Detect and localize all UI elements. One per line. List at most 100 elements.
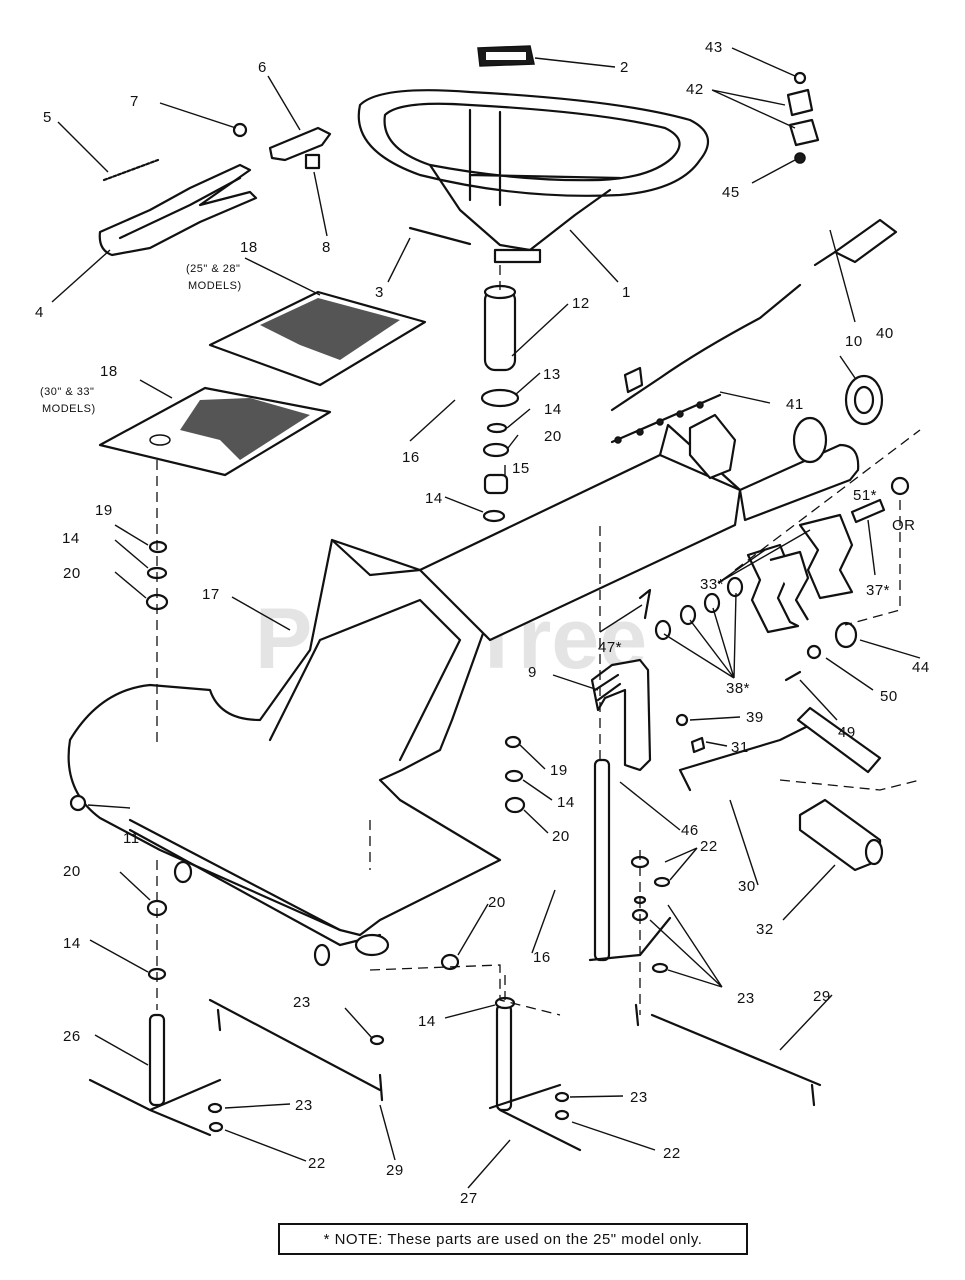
callout-44: 44: [912, 659, 930, 676]
callout-43: 43: [705, 39, 723, 56]
nut-50: [806, 644, 822, 660]
handle-part: [268, 126, 332, 162]
callout-5: 5: [43, 109, 52, 126]
callout-30: 30: [738, 878, 756, 895]
lever-shaft: [675, 706, 884, 872]
model-note-30-33-line1: (30" & 33": [40, 386, 94, 398]
nut-part: [304, 153, 321, 170]
throttle-cable: [610, 218, 898, 444]
leader-lines: [51, 47, 921, 1189]
seat-adjust-lever: [98, 163, 258, 257]
callout-42: 42: [686, 81, 704, 98]
spindle-26: [88, 1013, 222, 1137]
seat-part: [357, 89, 710, 264]
footnote-box: * NOTE: These parts are used on the 25" …: [278, 1223, 748, 1255]
spindle-27: [488, 1003, 582, 1152]
callout-20d: 20: [63, 863, 81, 880]
main-frame: [67, 538, 502, 967]
callout-1: 1: [622, 284, 631, 301]
callout-47: 47*: [598, 639, 622, 656]
callout-41: 41: [786, 396, 804, 413]
callout-27: 27: [460, 1190, 478, 1207]
callout-labels: 2 1 3 4 5 6 7 8 18 (25" & 28" MODELS) 18…: [35, 39, 930, 1207]
callout-26: 26: [63, 1028, 81, 1045]
callout-or: OR: [892, 517, 916, 534]
bearing-part: [844, 374, 884, 426]
callout-31: 31: [731, 739, 749, 756]
callout-9: 9: [528, 664, 537, 681]
callout-20a: 20: [544, 428, 562, 445]
callout-37: 37*: [866, 582, 890, 599]
bolt-part: [232, 122, 248, 138]
callout-22c: 22: [663, 1145, 681, 1162]
callout-16b: 16: [533, 949, 551, 966]
model-note-25-28-line1: (25" & 28": [186, 263, 240, 275]
bolt-49: [784, 670, 802, 682]
model-note-30-33-line2: MODELS): [42, 403, 96, 415]
callout-3: 3: [375, 284, 384, 301]
callout-8: 8: [322, 239, 331, 256]
decal-30-33: [98, 386, 332, 477]
callout-20e: 20: [488, 894, 506, 911]
callout-32: 32: [756, 921, 774, 938]
callout-50: 50: [880, 688, 898, 705]
callout-45: 45: [722, 184, 740, 201]
callout-12: 12: [572, 295, 590, 312]
spacer-stack: [654, 576, 744, 641]
callout-40: 40: [876, 325, 894, 342]
callout-14d: 14: [557, 794, 575, 811]
tie-rod-right: [634, 1003, 822, 1107]
callout-6: 6: [258, 59, 267, 76]
washer-stack-left: [145, 540, 169, 611]
callout-4: 4: [35, 304, 44, 321]
callout-23d: 23: [630, 1089, 648, 1106]
callout-51: 51*: [853, 487, 877, 504]
decal-25-28: [208, 290, 427, 387]
small-washers: [69, 735, 570, 1133]
callout-16a: 16: [402, 449, 420, 466]
callout-2: 2: [620, 59, 629, 76]
hairpin-47: [638, 588, 652, 620]
frame-beam: [418, 413, 860, 642]
callout-17: 17: [202, 586, 220, 603]
callout-15: 15: [512, 460, 530, 477]
callout-33: 33*: [700, 576, 724, 593]
callout-10: 10: [845, 333, 863, 350]
callout-22a: 22: [700, 838, 718, 855]
spring-part: [102, 158, 160, 182]
callout-23c: 23: [295, 1097, 313, 1114]
brake-lever: [590, 658, 652, 772]
callout-29b: 29: [386, 1162, 404, 1179]
callout-7: 7: [130, 93, 139, 110]
callout-14a: 14: [544, 401, 562, 418]
bracket-part: [786, 71, 820, 164]
pin-part: [408, 226, 472, 246]
callout-14f: 14: [418, 1013, 436, 1030]
callout-23a: 23: [737, 990, 755, 1007]
spacer-44: [834, 621, 858, 649]
callout-19a: 19: [95, 502, 113, 519]
callout-11: 11: [123, 830, 140, 847]
callout-20c: 20: [552, 828, 570, 845]
callout-49: 49: [838, 724, 856, 741]
bolt-37: [850, 476, 910, 524]
mount-brackets: [746, 513, 854, 634]
decal-part: [477, 45, 535, 67]
model-note-25-28-line2: MODELS): [188, 280, 242, 292]
callout-46: 46: [681, 822, 699, 839]
callout-23b: 23: [293, 994, 311, 1011]
callout-14e: 14: [63, 935, 81, 952]
callout-20b: 20: [63, 565, 81, 582]
callout-18b: 18: [100, 363, 118, 380]
pedestal-tube: [480, 284, 520, 523]
callout-39: 39: [746, 709, 764, 726]
footnote-text: * NOTE: These parts are used on the 25" …: [323, 1230, 703, 1248]
callout-19b: 19: [550, 762, 568, 779]
callout-18a: 18: [240, 239, 258, 256]
callout-38: 38*: [726, 680, 750, 697]
vertical-rod: [588, 758, 672, 974]
callout-13: 13: [543, 366, 561, 383]
tie-rod-left: [208, 998, 384, 1102]
callout-14c: 14: [62, 530, 80, 547]
